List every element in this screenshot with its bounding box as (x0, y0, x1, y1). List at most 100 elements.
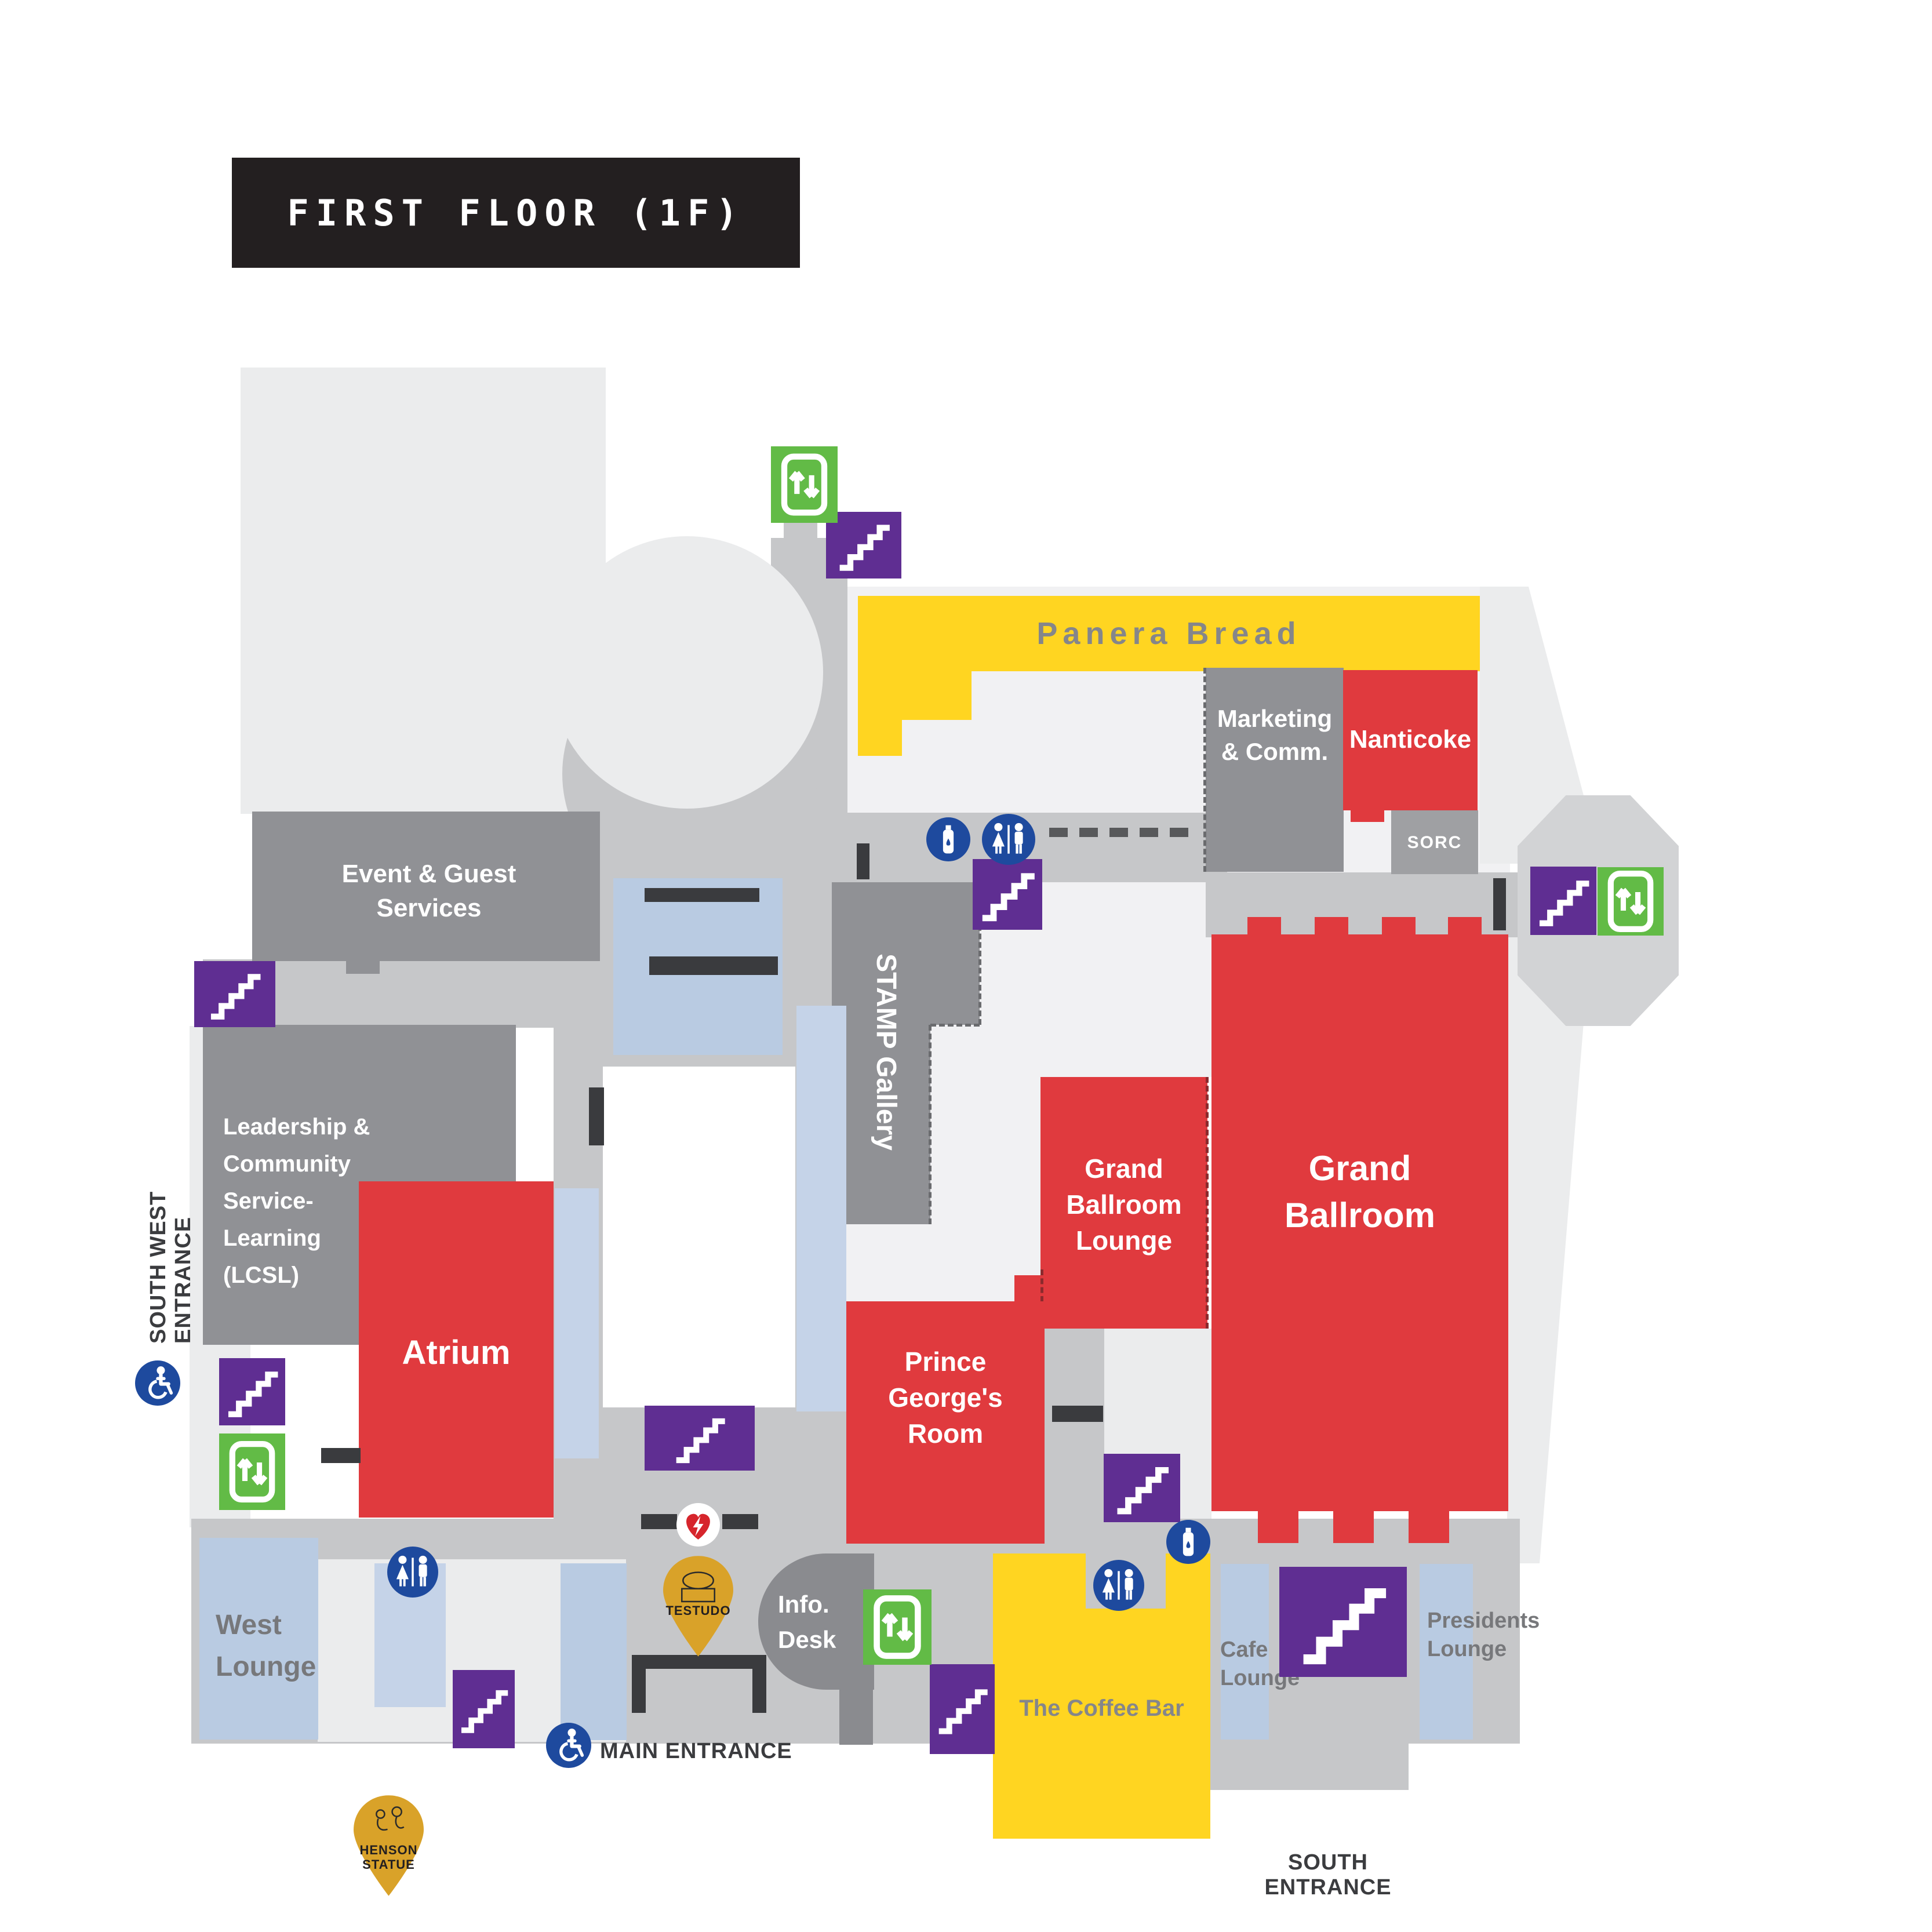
room-stamp-gallery (832, 882, 930, 1224)
door-bar (1493, 878, 1506, 930)
stairs-icon (219, 1358, 285, 1425)
stairs-icon (645, 1406, 755, 1471)
cafe-lounge-col-2 (1420, 1564, 1473, 1740)
info-desk (758, 1553, 874, 1690)
room-label-west-lounge: West Lounge (216, 1610, 316, 1682)
room-label-marketing: Marketing & Comm. (1217, 705, 1333, 765)
rotunda-circle (551, 536, 823, 809)
room-label-nanticoke: Nanticoke (1349, 725, 1472, 754)
elevator-icon (771, 446, 838, 523)
stairs-icon (1530, 867, 1596, 935)
restroom-icon (982, 814, 1035, 865)
room-label-coffee-bar: The Coffee Bar (1019, 1695, 1184, 1721)
stairs-icon (826, 512, 901, 578)
stamp-dashed-south (930, 1024, 980, 1027)
floor-title: FIRST FLOOR (1F) (287, 191, 745, 234)
stairs-icon (1104, 1454, 1180, 1522)
door-bar (641, 1514, 677, 1529)
floor-title-bar: FIRST FLOOR (1F) (232, 158, 800, 268)
room-event-guest-services (252, 812, 600, 961)
henson-statue-pin: HENSON STATUE (352, 1794, 425, 1897)
stamp-dashed-east (978, 882, 981, 1025)
restroom-icon (387, 1547, 438, 1598)
room-label-prince-georges: Prince George's Room (888, 1347, 1003, 1449)
stairs-icon (194, 961, 275, 1027)
gb-tab-south (1258, 1511, 1298, 1543)
elevator-icon (863, 1589, 932, 1665)
room-label-atrium: Atrium (402, 1334, 511, 1371)
aed-icon (676, 1503, 720, 1547)
room-sorc (1391, 810, 1478, 874)
accessible-entrance-icon (546, 1723, 591, 1768)
lounge-blue-col-2 (561, 1563, 627, 1740)
door-bar (1052, 1406, 1103, 1422)
gb-tab (1315, 917, 1348, 936)
room-label-lcsl: Leadership & Community Service- Learning… (223, 1114, 370, 1288)
testudo-pin: TESTUDO (662, 1555, 734, 1658)
door-bar (722, 1514, 758, 1529)
restroom-icon (1093, 1560, 1144, 1611)
gb-tab-south (1333, 1511, 1374, 1543)
room-lcsl-upper (203, 1025, 516, 1183)
door-bar (857, 843, 869, 879)
room-atrium (359, 1181, 554, 1518)
main-entrance-frame (632, 1655, 766, 1713)
gbl-dashed-west (1040, 1269, 1043, 1329)
room-panera (858, 596, 1480, 671)
south-west-entrance-label: SOUTH WEST ENTRANCE (146, 1191, 195, 1344)
marketing-dashed-west (1203, 668, 1206, 872)
south-entrance-label: SOUTH ENTRANCE (1264, 1850, 1392, 1900)
water-refill-icon (926, 817, 970, 861)
elevator-icon (219, 1433, 285, 1510)
room-panera-leg2 (858, 720, 902, 756)
room-marketing-comm (1206, 668, 1344, 872)
main-entrance-label: MAIN ENTRANCE (600, 1739, 792, 1763)
room-label-panera: Panera Bread (1036, 616, 1301, 651)
room-grand-ballroom-lounge (1040, 1077, 1207, 1329)
room-grand-ballroom (1211, 934, 1508, 1511)
walkway-open (603, 1067, 795, 1407)
stamp-dashed-east-lower (929, 1025, 932, 1224)
room-west-lounge (199, 1538, 318, 1740)
stairs-icon (930, 1664, 995, 1754)
footprint-northwest (241, 368, 606, 814)
gb-tab (1247, 917, 1281, 936)
room-label-presidents-lounge: Presidents Lounge (1427, 1609, 1540, 1662)
door-bar (649, 956, 778, 975)
room-label-cafe-lounge: Cafe Lounge (1220, 1638, 1300, 1691)
accessible-entrance-icon (135, 1360, 180, 1406)
water-refill-icon (1166, 1520, 1210, 1564)
walkway-strip-west (555, 1188, 599, 1458)
room-label-event-guest: Event & Guest Services (341, 860, 516, 923)
gb-tab (1448, 917, 1482, 936)
room-label-stamp-gallery: STAMP Gallery (871, 954, 901, 1151)
door-bar (589, 1087, 604, 1145)
cafe-lounge-col-1 (1221, 1564, 1269, 1740)
door-dashes (1049, 828, 1188, 837)
stairs-icon (453, 1670, 515, 1748)
walkway-strip-east (796, 1006, 846, 1411)
elevator-icon (1598, 867, 1664, 936)
room-label-gbl: Grand Ballroom Lounge (1066, 1154, 1182, 1256)
door-bar (645, 888, 759, 902)
room-nanticoke (1343, 670, 1478, 810)
testudo-pin-label: TESTUDO (665, 1603, 731, 1618)
room-stamp-gallery-annex (930, 882, 980, 1025)
door-bar (321, 1448, 361, 1463)
room-nanticoke-tab (1351, 810, 1384, 822)
stairs-icon (1279, 1567, 1407, 1677)
footprint-east-wedge (1507, 937, 1591, 1563)
gb-tab (1382, 917, 1416, 936)
stairs-icon (973, 859, 1042, 930)
gbl-dashed-east (1206, 1077, 1209, 1329)
room-prince-georges (846, 1301, 1045, 1544)
gb-tab-south (1409, 1511, 1449, 1543)
room-event-guest-tab (346, 961, 380, 974)
room-lcsl-lower (203, 1183, 359, 1345)
room-label-grand-ballroom: Grand Ballroom (1284, 1149, 1436, 1235)
henson-pin-label: HENSON STATUE (359, 1843, 418, 1872)
room-label-info-desk: Info. Desk (778, 1591, 836, 1653)
corridor-south-entrance (1209, 1744, 1409, 1790)
room-label-sorc: SORC (1407, 833, 1462, 852)
room-panera-leg (858, 671, 972, 720)
